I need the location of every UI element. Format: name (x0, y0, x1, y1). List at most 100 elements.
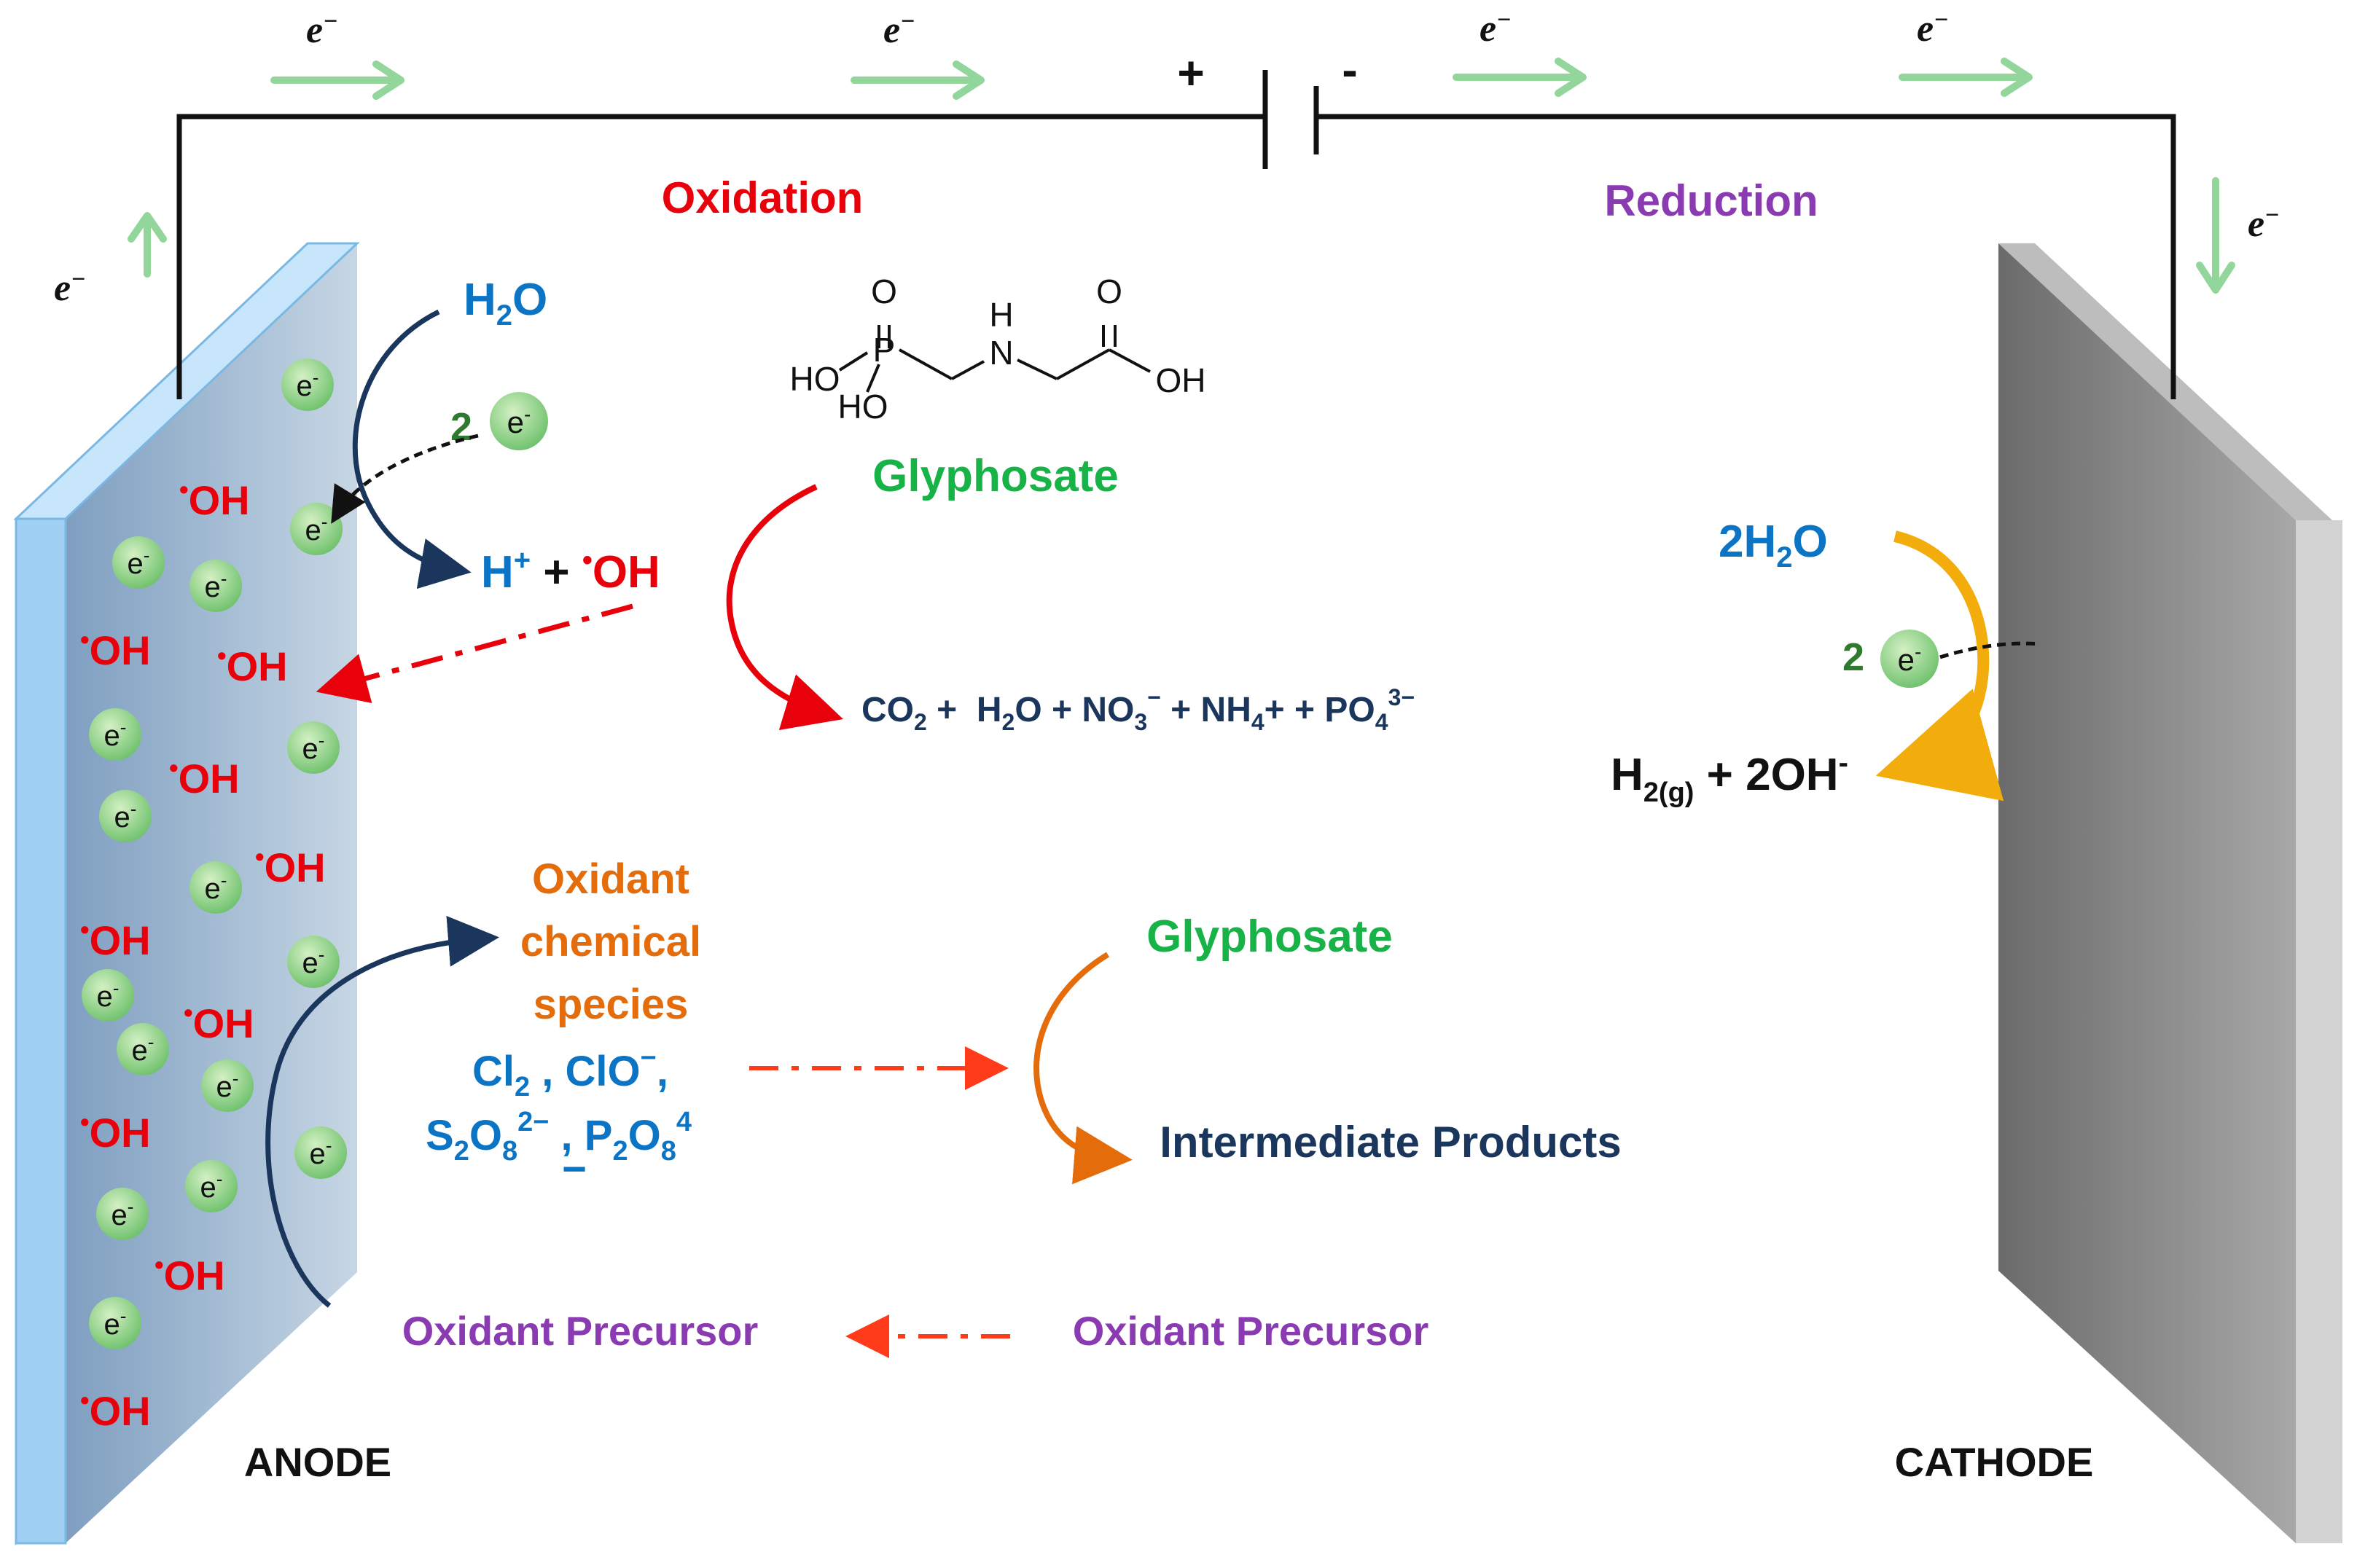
electron-ball: e- (96, 1188, 149, 1240)
svg-text:e-: e- (302, 944, 325, 979)
oxidant-species-line3: species (533, 981, 689, 1028)
svg-text:e-: e- (305, 511, 328, 546)
water-oxidation-arrow (352, 309, 472, 589)
electron-ball: e- (99, 790, 152, 842)
anode-hydroxyl-radicals: •OH•OH•OH•OH•OH•OH•OH•OH•OH•OH (80, 474, 326, 1434)
oxidant-precursor-bulk: Oxidant Precursor (1073, 1308, 1429, 1354)
hydroxyl-radical-label: •OH (217, 640, 288, 689)
anode-electrode (13, 242, 360, 1545)
mineralization-arrow (726, 484, 843, 731)
battery-minus-sign: - (1342, 44, 1357, 96)
electron-flow-arrows (128, 58, 2235, 294)
electron-ball: e- (112, 536, 165, 589)
svg-text:e-: e- (104, 716, 127, 752)
electron-flow-labels: e− e− e− e− e− e− (54, 7, 2280, 309)
electron-ball: e- (294, 1126, 347, 1179)
electron-ball: e- (185, 1160, 238, 1212)
structure-atom: H (989, 296, 1013, 334)
radical-adsorption-arrow (316, 603, 633, 703)
water-reduction-arrow (1875, 530, 2004, 801)
structure-atom: HO (790, 360, 840, 398)
anode-two-electrons: 2 (450, 405, 472, 449)
structure-atom: HO (838, 388, 888, 426)
glyphosate-structure: O P HO HO H N O OH (790, 273, 1206, 426)
electron-label: e− (306, 8, 338, 51)
svg-text:e-: e- (104, 1305, 127, 1341)
glyphosate-label: Glyphosate (872, 451, 1119, 501)
svg-text:e-: e- (114, 798, 137, 834)
reduction-label: Reduction (1604, 176, 1818, 225)
oxidant-species-formula-2: S2O82− , P2O84 (426, 1107, 692, 1167)
electron-transfer-dashed-arrow (331, 434, 479, 524)
svg-text:e-: e- (297, 366, 319, 402)
electron-ball: e- (287, 721, 340, 774)
electron-label: e− (54, 266, 86, 309)
svg-text:e-: e- (1898, 640, 1922, 677)
electron-label: e− (883, 8, 915, 51)
electron-ball: e- (1880, 630, 1939, 688)
electron-ball: e- (201, 1059, 254, 1112)
electron-ball: e- (82, 969, 134, 1022)
indirect-oxidation-arrow (1033, 952, 1133, 1185)
structure-atom: O (1096, 273, 1122, 310)
mineralization-products: CO2 + H2O + NO3− + NH4+ + PO43− (861, 684, 1415, 735)
cathode-products: H2(g) + 2OH- (1611, 747, 1848, 808)
svg-text:e-: e- (507, 403, 531, 439)
cathode-electrode (1998, 243, 2342, 1543)
battery-plus-sign: + (1177, 47, 1204, 99)
oxidant-species-line1: Oxidant (532, 855, 689, 903)
svg-text:e-: e- (200, 1168, 223, 1204)
oxidant-species-line2: chemical (520, 918, 701, 965)
electron-ball: e- (281, 358, 334, 411)
structure-atom: P (873, 331, 896, 369)
electron-ball: e- (89, 1297, 141, 1349)
svg-text:e-: e- (216, 1067, 239, 1103)
hydroxyl-radical-label: •OH (184, 997, 254, 1046)
external-circuit-wire (176, 70, 2176, 399)
anode-water-products: H+ + •OH (481, 544, 660, 597)
intermediate-products: Intermediate Products (1160, 1118, 1622, 1167)
svg-text:e-: e- (112, 1196, 134, 1231)
cathode-two-electrons: 2 (1842, 635, 1864, 679)
svg-text:e-: e- (132, 1031, 155, 1067)
structure-atom: N (989, 334, 1013, 372)
hydroxyl-radical-label: •OH (80, 1385, 151, 1434)
electron-label: e− (1480, 7, 1512, 50)
electron-ball: e- (290, 503, 343, 555)
hydroxyl-radical-label: •OH (255, 842, 326, 890)
hydroxyl-radical-label: •OH (155, 1250, 225, 1298)
hydroxyl-radical-label: •OH (80, 1107, 151, 1156)
structure-atom: OH (1156, 361, 1206, 399)
cathode-electron-dashed-line (1939, 641, 2041, 659)
svg-text:e-: e- (302, 729, 325, 765)
hydroxyl-radical-label: •OH (80, 624, 151, 673)
anode-electron-particles: e-e-e-e-e-e-e-e-e-e-e-e-e-e-e-e- (82, 358, 347, 1349)
oxidation-label: Oxidation (662, 173, 864, 222)
cathode-label: CATHODE (1895, 1439, 2094, 1485)
electron-label: e− (1917, 7, 1949, 50)
svg-text:e-: e- (128, 544, 150, 580)
electron-ball: e- (490, 392, 548, 450)
oxidant-species-underline-mark: − (562, 1145, 587, 1193)
oxidant-species-formula-1: Cl2 , ClO−, (472, 1043, 668, 1102)
electron-ball: e- (287, 936, 340, 988)
anode-water: H2O (464, 275, 547, 332)
electron-ball: e- (189, 560, 242, 612)
svg-text:e-: e- (205, 568, 227, 603)
structure-atom: O (871, 273, 897, 310)
svg-text:e-: e- (310, 1134, 332, 1170)
glyphosate-label-indirect: Glyphosate (1146, 912, 1393, 962)
anode-label: ANODE (244, 1439, 391, 1485)
hydroxyl-radical-label: •OH (169, 753, 240, 801)
electron-label: e− (2248, 202, 2280, 245)
electron-ball: e- (189, 861, 242, 914)
svg-text:e-: e- (97, 977, 120, 1013)
cathode-water: 2H2O (1719, 517, 1828, 573)
electron-ball: e- (117, 1023, 169, 1075)
hydroxyl-radical-label: •OH (179, 474, 250, 523)
oxidant-precursor-anode: Oxidant Precursor (402, 1308, 759, 1354)
oxidant-generation-arrow (265, 915, 499, 1308)
svg-text:e-: e- (205, 869, 227, 905)
electron-ball: e- (89, 708, 141, 761)
